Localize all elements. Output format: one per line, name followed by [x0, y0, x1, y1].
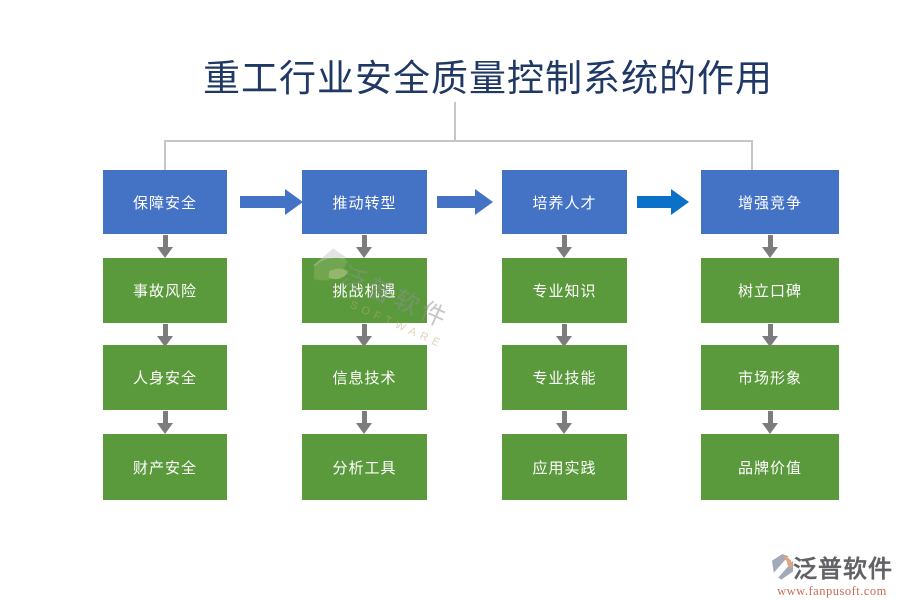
- connector-title-stub: [454, 102, 456, 142]
- down-arrow-icon: [356, 235, 372, 258]
- footer-logo: 泛普软件 www.fanpusoft.com: [769, 549, 895, 599]
- item-box-professional-skills: 专业技能: [502, 345, 627, 410]
- connector-horizontal-line: [164, 140, 753, 142]
- connector-left-drop: [164, 140, 166, 171]
- header-box-talent: 培养人才: [502, 170, 627, 234]
- item-box-analysis-tools: 分析工具: [302, 434, 427, 500]
- flow-arrow-icon-1: [240, 189, 303, 215]
- item-box-information-technology: 信息技术: [302, 345, 427, 410]
- item-box-challenge-opportunity: 挑战机遇: [302, 258, 427, 323]
- down-arrow-icon: [762, 235, 778, 258]
- fanpu-logo-icon: [771, 553, 794, 580]
- footer-url: www.fanpusoft.com: [777, 584, 887, 598]
- item-box-applied-practice: 应用实践: [502, 434, 627, 500]
- item-box-professional-knowledge: 专业知识: [502, 258, 627, 323]
- down-arrow-icon: [556, 235, 572, 258]
- item-box-brand-value: 品牌价值: [701, 434, 839, 500]
- header-box-competitiveness: 增强竞争: [701, 170, 839, 234]
- item-box-market-image: 市场形象: [701, 345, 839, 410]
- down-arrow-icon: [556, 411, 572, 434]
- item-box-reputation: 树立口碑: [701, 258, 839, 323]
- down-arrow-icon: [157, 235, 173, 258]
- down-arrow-icon: [762, 324, 778, 347]
- down-arrow-icon: [556, 324, 572, 347]
- down-arrow-icon: [157, 411, 173, 434]
- flow-arrow-icon-3: [637, 189, 689, 215]
- header-box-safety: 保障安全: [103, 170, 227, 234]
- header-box-transformation: 推动转型: [302, 170, 427, 234]
- connector-right-drop: [751, 140, 753, 171]
- item-box-personal-safety: 人身安全: [103, 345, 227, 410]
- diagram-title: 重工行业安全质量控制系统的作用: [203, 57, 773, 100]
- down-arrow-icon: [762, 411, 778, 434]
- footer-brand: 泛普软件: [793, 556, 893, 583]
- down-arrow-icon: [356, 324, 372, 347]
- item-box-property-safety: 财产安全: [103, 434, 227, 500]
- item-box-accident-risk: 事故风险: [103, 258, 227, 323]
- down-arrow-icon: [356, 411, 372, 434]
- flow-arrow-icon-2: [437, 189, 493, 215]
- down-arrow-icon: [157, 324, 173, 347]
